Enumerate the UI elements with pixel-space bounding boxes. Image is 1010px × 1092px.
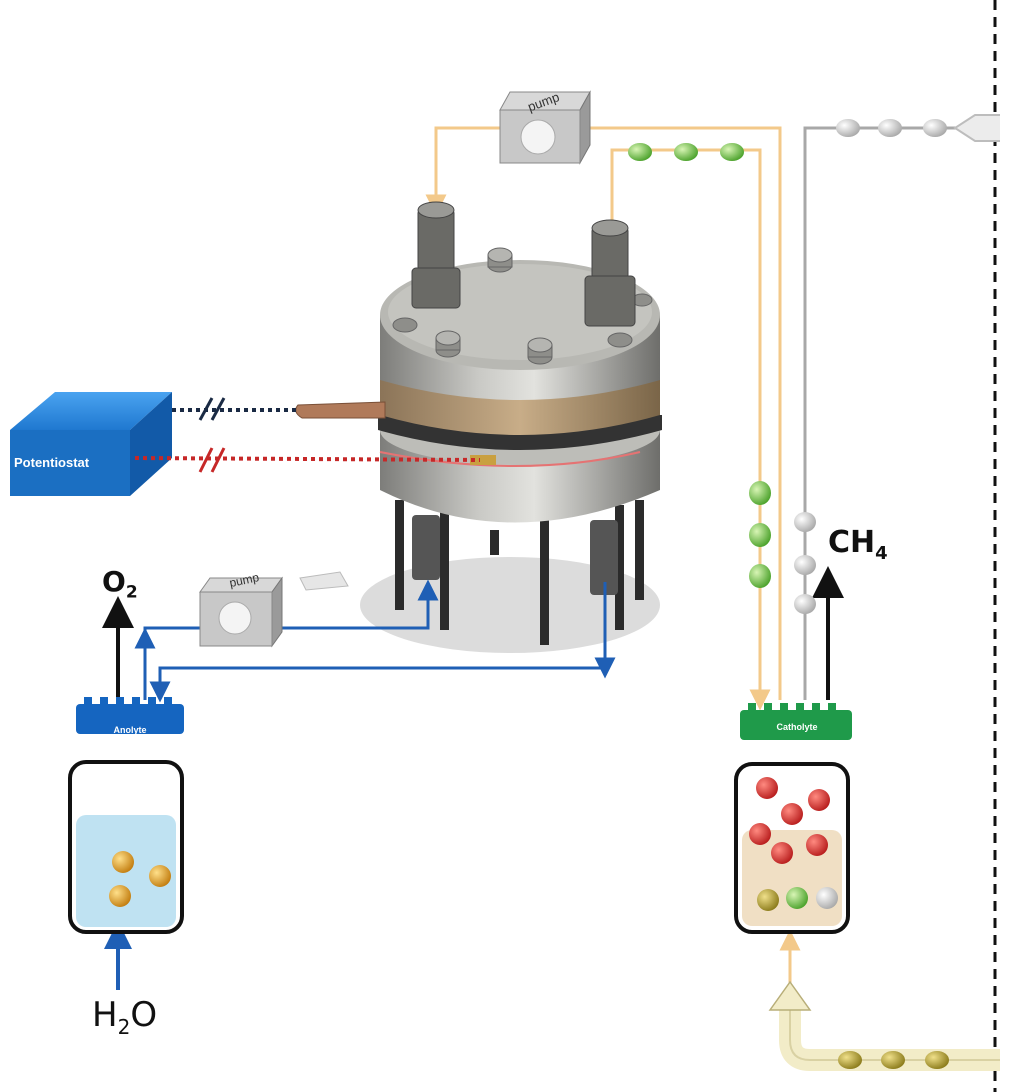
ch4-label: CH4 [828, 525, 888, 564]
gas-line [803, 126, 960, 700]
pump-icon [199, 576, 283, 648]
potentiostat-box [10, 392, 172, 496]
h2o-label: H2O [92, 995, 158, 1039]
anolyte-loop [134, 579, 616, 703]
catholyte-bottle [734, 703, 852, 934]
catholyte-return-pipe [779, 1000, 1000, 1071]
catholyte-label: Catholyte [776, 722, 818, 732]
pump-bottom-label: pump [228, 570, 261, 590]
gas-droplets-silver [794, 119, 947, 614]
o2-label: O2 [102, 565, 138, 603]
potentiostat-wires [134, 408, 481, 462]
anolyte-label: Anolyte [113, 725, 147, 735]
potentiostat-label: Potentiostat [14, 455, 90, 470]
product-droplets-green [628, 143, 771, 588]
pump-icon [499, 90, 591, 165]
return-droplets [838, 1051, 949, 1069]
anolyte-bottle [68, 697, 184, 934]
gas-inlet-arrow [953, 114, 1000, 142]
electrochemical-cell [295, 201, 662, 653]
